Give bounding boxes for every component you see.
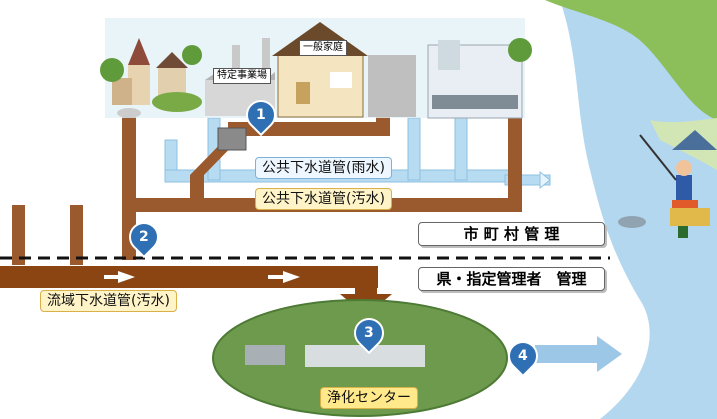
trees [100, 38, 532, 82]
regional-sewer-label: 流域下水道管(汚水) [40, 290, 177, 312]
storm-sewer-label: 公共下水道管(雨水) [255, 157, 392, 179]
river [560, 0, 717, 419]
step-2-number: 2 [139, 229, 149, 245]
feeder-pipes [12, 205, 83, 265]
shopping-area [427, 40, 523, 119]
step-1-number: 1 [256, 107, 266, 123]
step-4-number: 4 [518, 348, 528, 364]
church [112, 38, 202, 112]
sanitary-sewer-label: 公共下水道管(汚水) [255, 188, 392, 210]
inspection-box [217, 127, 247, 151]
fisherman [618, 130, 717, 238]
specific-business-tag: 特定事業場 [213, 68, 271, 84]
plant-building [305, 345, 425, 367]
outflow-arrow [535, 336, 622, 372]
step-3-number: 3 [364, 325, 374, 341]
household-tag: 一般家庭 [299, 40, 347, 56]
municipal-management-label: 市 町 村 管 理 [418, 222, 605, 246]
purification-center-label: 浄化センター [320, 387, 418, 409]
house [272, 22, 416, 118]
plant-building-small [245, 345, 285, 365]
prefectural-management-label: 県・指定管理者 管理 [418, 267, 605, 291]
green-hill [545, 0, 717, 120]
